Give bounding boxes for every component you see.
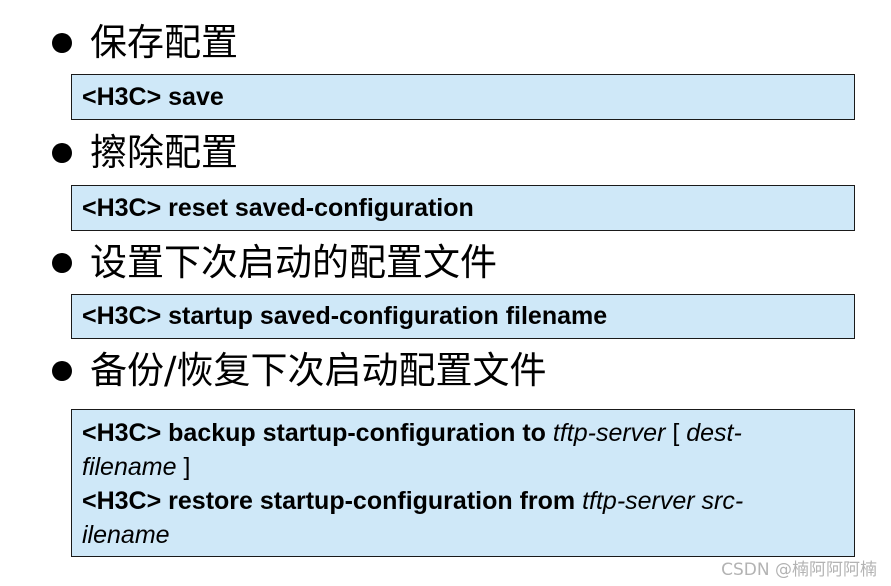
- section-title: 保存配置: [90, 21, 238, 64]
- watermark: CSDN @楠阿阿阿楠: [721, 560, 877, 580]
- backup-bracket-open: [: [665, 419, 687, 447]
- command-text: <H3C> save: [82, 82, 224, 111]
- command-box-reset: <H3C> reset saved-configuration: [71, 185, 855, 231]
- restore-command-line-2: ilename: [82, 518, 844, 552]
- section-heading-reset: 擦除配置: [52, 130, 238, 176]
- restore-arg-server: tftp-server src-: [582, 487, 744, 515]
- restore-command-line-1: <H3C> restore startup-configuration from…: [82, 484, 844, 518]
- section-heading-save: 保存配置: [52, 20, 238, 66]
- restore-command-bold: <H3C> restore startup-configuration from: [82, 487, 583, 515]
- section-title: 备份/恢复下次启动配置文件: [90, 349, 547, 392]
- backup-arg-dest-a: dest-: [686, 419, 742, 447]
- section-title: 擦除配置: [90, 131, 238, 174]
- bullet-icon: [52, 253, 72, 273]
- backup-command-line-2: filename ]: [82, 450, 844, 484]
- backup-arg-dest-b: filename: [82, 453, 177, 481]
- command-text: <H3C> reset saved-configuration: [82, 193, 474, 222]
- backup-command-bold: <H3C> backup startup-configuration to: [82, 419, 553, 447]
- command-text: <H3C> startup saved-configuration filena…: [82, 302, 608, 330]
- backup-arg-server: tftp-server: [552, 419, 666, 447]
- bullet-icon: [52, 33, 72, 53]
- section-title: 设置下次启动的配置文件: [90, 241, 497, 284]
- backup-bracket-close: ]: [176, 453, 191, 481]
- section-heading-startup: 设置下次启动的配置文件: [52, 240, 497, 286]
- restore-arg-src: ilename: [82, 521, 170, 549]
- command-box-startup: <H3C> startup saved-configuration filena…: [71, 294, 855, 339]
- command-box-save: <H3C> save: [71, 74, 855, 120]
- section-heading-backup-restore: 备份/恢复下次启动配置文件: [52, 348, 546, 394]
- bullet-icon: [52, 361, 72, 381]
- backup-command-line-1: <H3C> backup startup-configuration to tf…: [82, 416, 844, 450]
- bullet-icon: [52, 143, 72, 163]
- command-box-backup-restore: <H3C> backup startup-configuration to tf…: [71, 409, 855, 557]
